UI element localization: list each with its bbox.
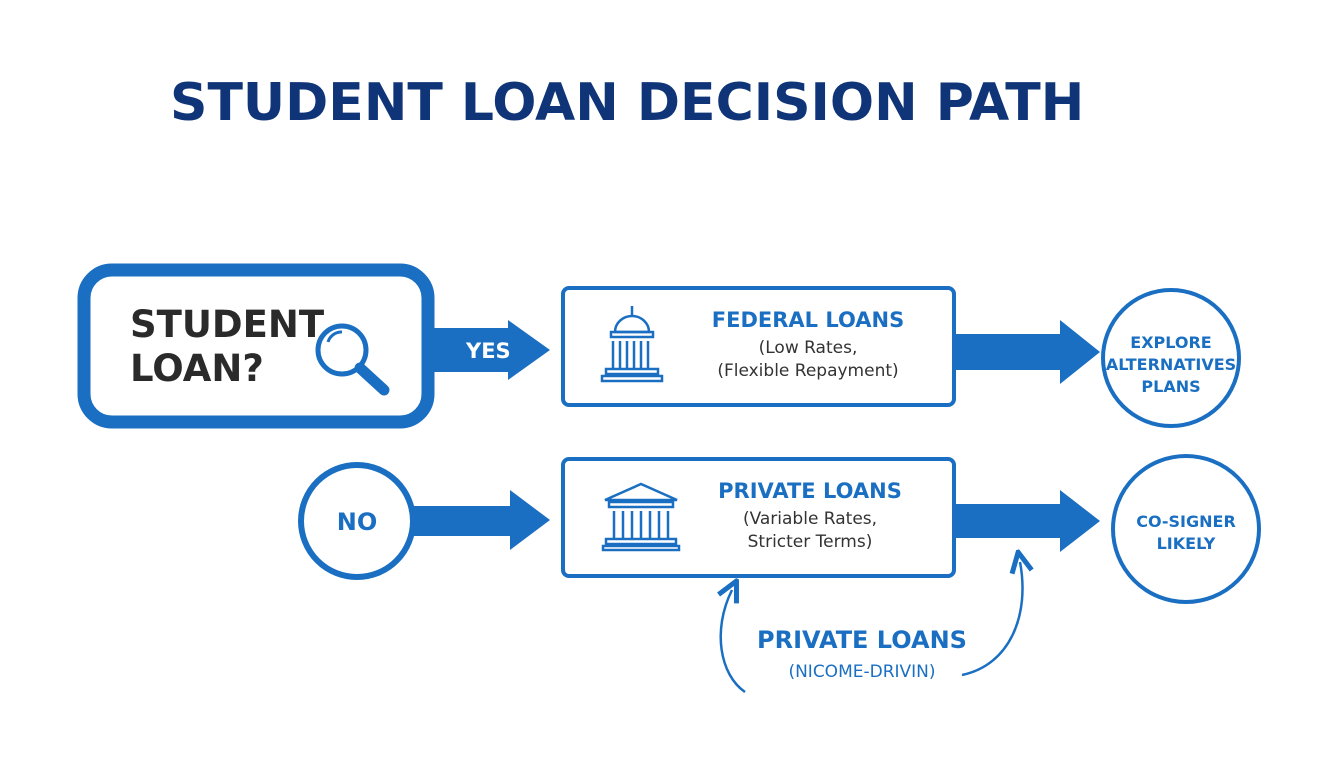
private-income-sub: (NICOME-DRIVIN): [788, 662, 935, 682]
start-label-line1: STUDENT: [130, 303, 325, 346]
curved-arrow-left: [721, 590, 746, 694]
federal-loans-node: FEDERAL LOANS (Low Rates, (Flexible Repa…: [561, 286, 956, 407]
cosigner-line2: LIKELY: [1157, 534, 1216, 553]
start-node: STUDENT LOAN?: [77, 263, 435, 429]
private-income-title: PRIVATE LOANS: [757, 626, 967, 654]
capitol-building-icon: [600, 306, 664, 383]
start-box: [77, 263, 435, 429]
explore-node: EXPLORE ALTERNATIVES PLANS: [1101, 288, 1241, 428]
private-loans-node: PRIVATE LOANS (Variable Rates, Stricter …: [561, 457, 956, 578]
no-node: NO: [298, 462, 416, 580]
federal-loans-line2: (Flexible Repayment): [717, 361, 898, 381]
federal-to-explore-arrow: [954, 320, 1100, 384]
cosigner-circle: [1111, 454, 1261, 604]
curved-arrow-right: [961, 562, 1023, 677]
explore-line3: PLANS: [1141, 377, 1200, 396]
private-loans-line1: (Variable Rates,: [743, 509, 877, 529]
private-loans-title: PRIVATE LOANS: [718, 479, 902, 503]
private-loans-line2: Stricter Terms): [748, 532, 873, 552]
yes-label: YES: [465, 339, 511, 363]
no-arrow: [413, 490, 550, 550]
cosigner-line1: CO-SIGNER: [1136, 512, 1236, 531]
cosigner-node: CO-SIGNER LIKELY: [1111, 454, 1261, 604]
federal-loans-line1: (Low Rates,: [759, 338, 858, 358]
explore-circle: [1101, 288, 1241, 428]
bank-building-icon: [601, 482, 681, 552]
private-to-cosigner-arrow: [954, 490, 1100, 552]
federal-loans-title: FEDERAL LOANS: [712, 308, 904, 332]
yes-arrow: YES: [428, 320, 550, 380]
magnifying-glass-icon: [315, 323, 390, 396]
explore-line2: ALTERNATIVES: [1106, 355, 1236, 374]
page-title: STUDENT LOAN DECISION PATH: [170, 73, 1084, 133]
no-label: NO: [337, 508, 378, 536]
start-label-line2: LOAN?: [130, 347, 264, 390]
explore-line1: EXPLORE: [1130, 333, 1211, 352]
